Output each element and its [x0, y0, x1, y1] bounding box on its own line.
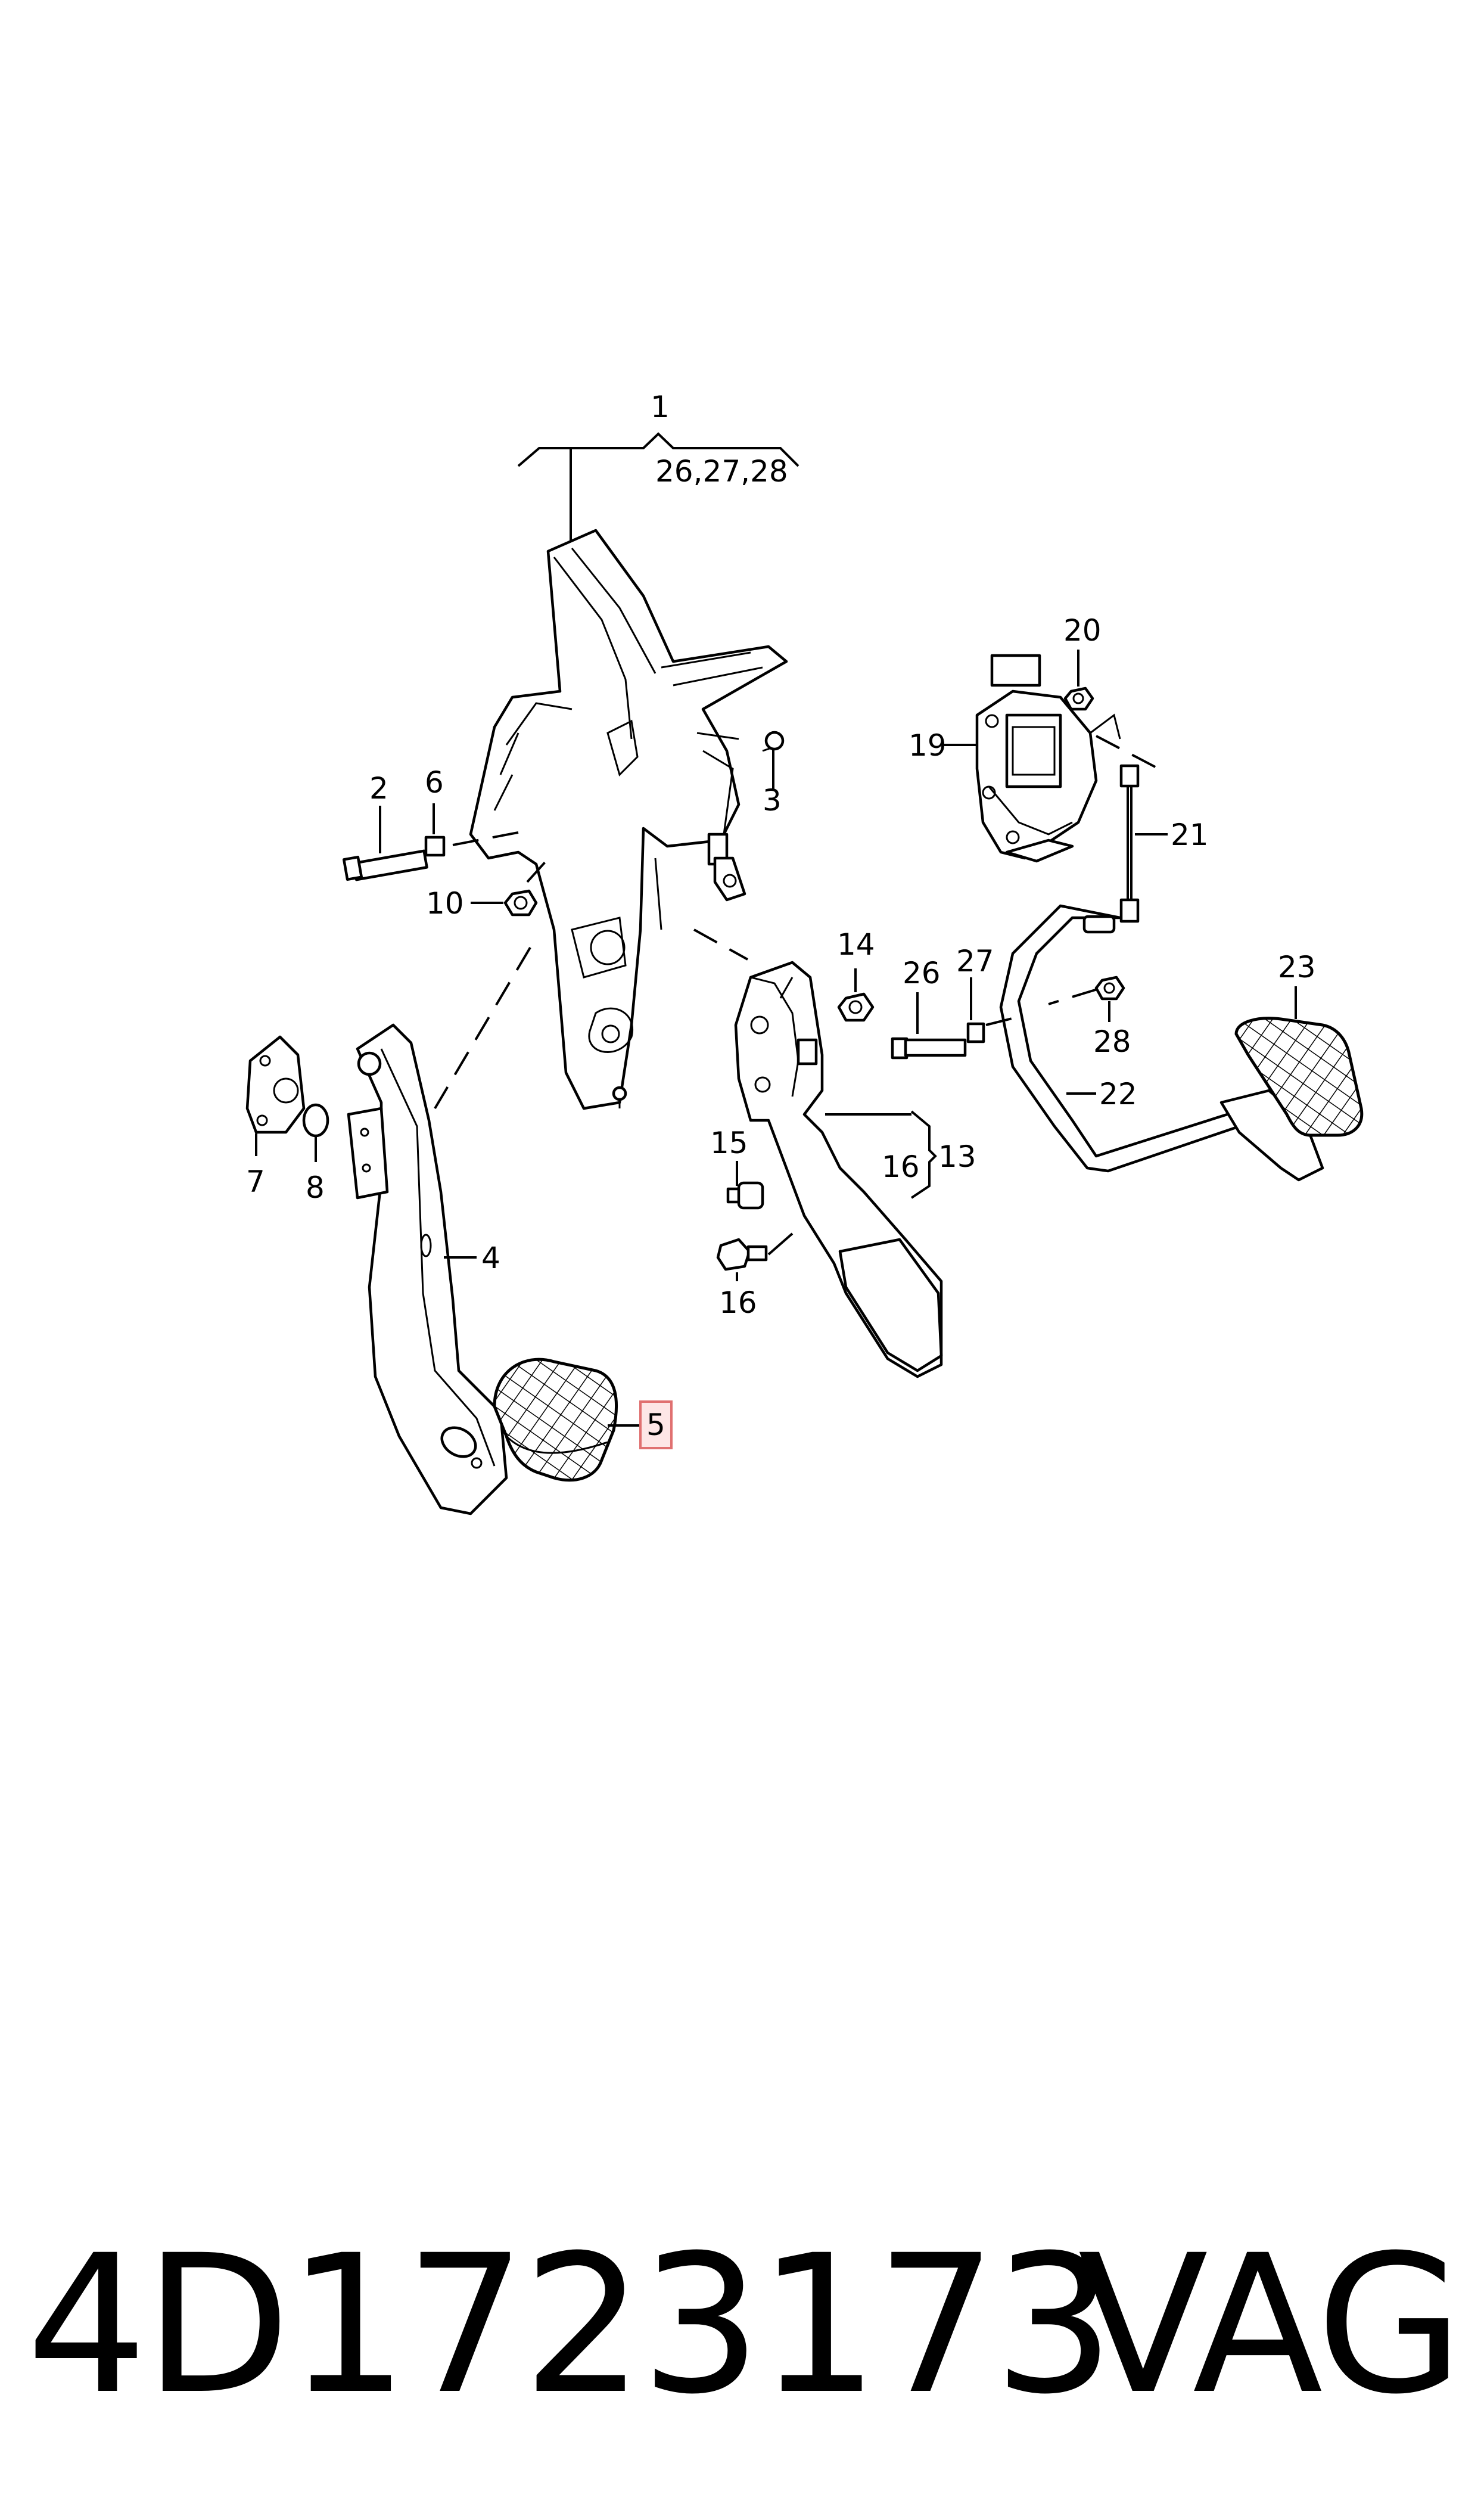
callout-8[interactable]: 8 — [306, 1170, 325, 1205]
callout-3[interactable]: 3 — [763, 783, 782, 818]
callout-19[interactable]: 19 — [909, 728, 947, 763]
callout-5-highlight — [639, 1400, 673, 1449]
nut-3 — [764, 731, 785, 751]
callout-1-bracket — [517, 432, 799, 545]
callout-15[interactable]: 15 — [710, 1126, 748, 1160]
callout-27[interactable]: 27 — [956, 944, 994, 979]
nut-10 — [503, 889, 538, 917]
nut-20 — [1063, 687, 1094, 711]
stud-15 — [726, 1181, 764, 1210]
pedal-bracket — [469, 529, 788, 1110]
callout-7[interactable]: 7 — [246, 1164, 265, 1199]
callout-2[interactable]: 2 — [369, 771, 388, 806]
clutch-pedal-pad-5 — [493, 1358, 618, 1482]
callout-5[interactable]: 5 — [646, 1408, 665, 1442]
callout-20[interactable]: 20 — [1063, 613, 1102, 648]
part-number: 4D1723173 — [26, 2214, 1115, 2436]
nut-28 — [1094, 976, 1125, 1001]
bolt-16 — [716, 1238, 768, 1271]
callout-21[interactable]: 21 — [1171, 818, 1209, 852]
bushing-6 — [424, 835, 446, 857]
pedal-lever-22 — [999, 904, 1324, 1182]
link-rod-21 — [1096, 735, 1159, 923]
washer-8 — [302, 1103, 329, 1138]
callout-22[interactable]: 22 — [1099, 1077, 1137, 1111]
bolt-26 — [891, 1037, 967, 1060]
callout-1-sub: 26,27,28 — [655, 454, 788, 489]
callout-1[interactable]: 1 — [651, 390, 670, 424]
callout-16-a[interactable]: 16 — [882, 1150, 920, 1184]
callout-16-b[interactable]: 16 — [719, 1285, 757, 1320]
accelerator-pedal-13 — [734, 961, 943, 1378]
callout-28[interactable]: 28 — [1093, 1024, 1131, 1059]
clip-7 — [245, 1035, 306, 1134]
sleeve-27 — [966, 1022, 985, 1043]
callout-6[interactable]: 6 — [425, 765, 444, 800]
callout-14[interactable]: 14 — [837, 927, 875, 962]
clutch-pedal-arm-4 — [347, 1023, 508, 1515]
callout-26[interactable]: 26 — [903, 956, 941, 990]
callout-10[interactable]: 10 — [426, 886, 464, 921]
brand-label: VAG — [1078, 2214, 1464, 2436]
callout-13[interactable]: 13 — [938, 1139, 976, 1174]
callout-23[interactable]: 23 — [1278, 950, 1316, 984]
sensor-module-19 — [975, 654, 1121, 863]
nut-14 — [837, 992, 875, 1022]
bolt-2 — [342, 849, 428, 881]
callout-4[interactable]: 4 — [481, 1241, 500, 1275]
pedal-pad-23 — [1234, 1017, 1364, 1137]
